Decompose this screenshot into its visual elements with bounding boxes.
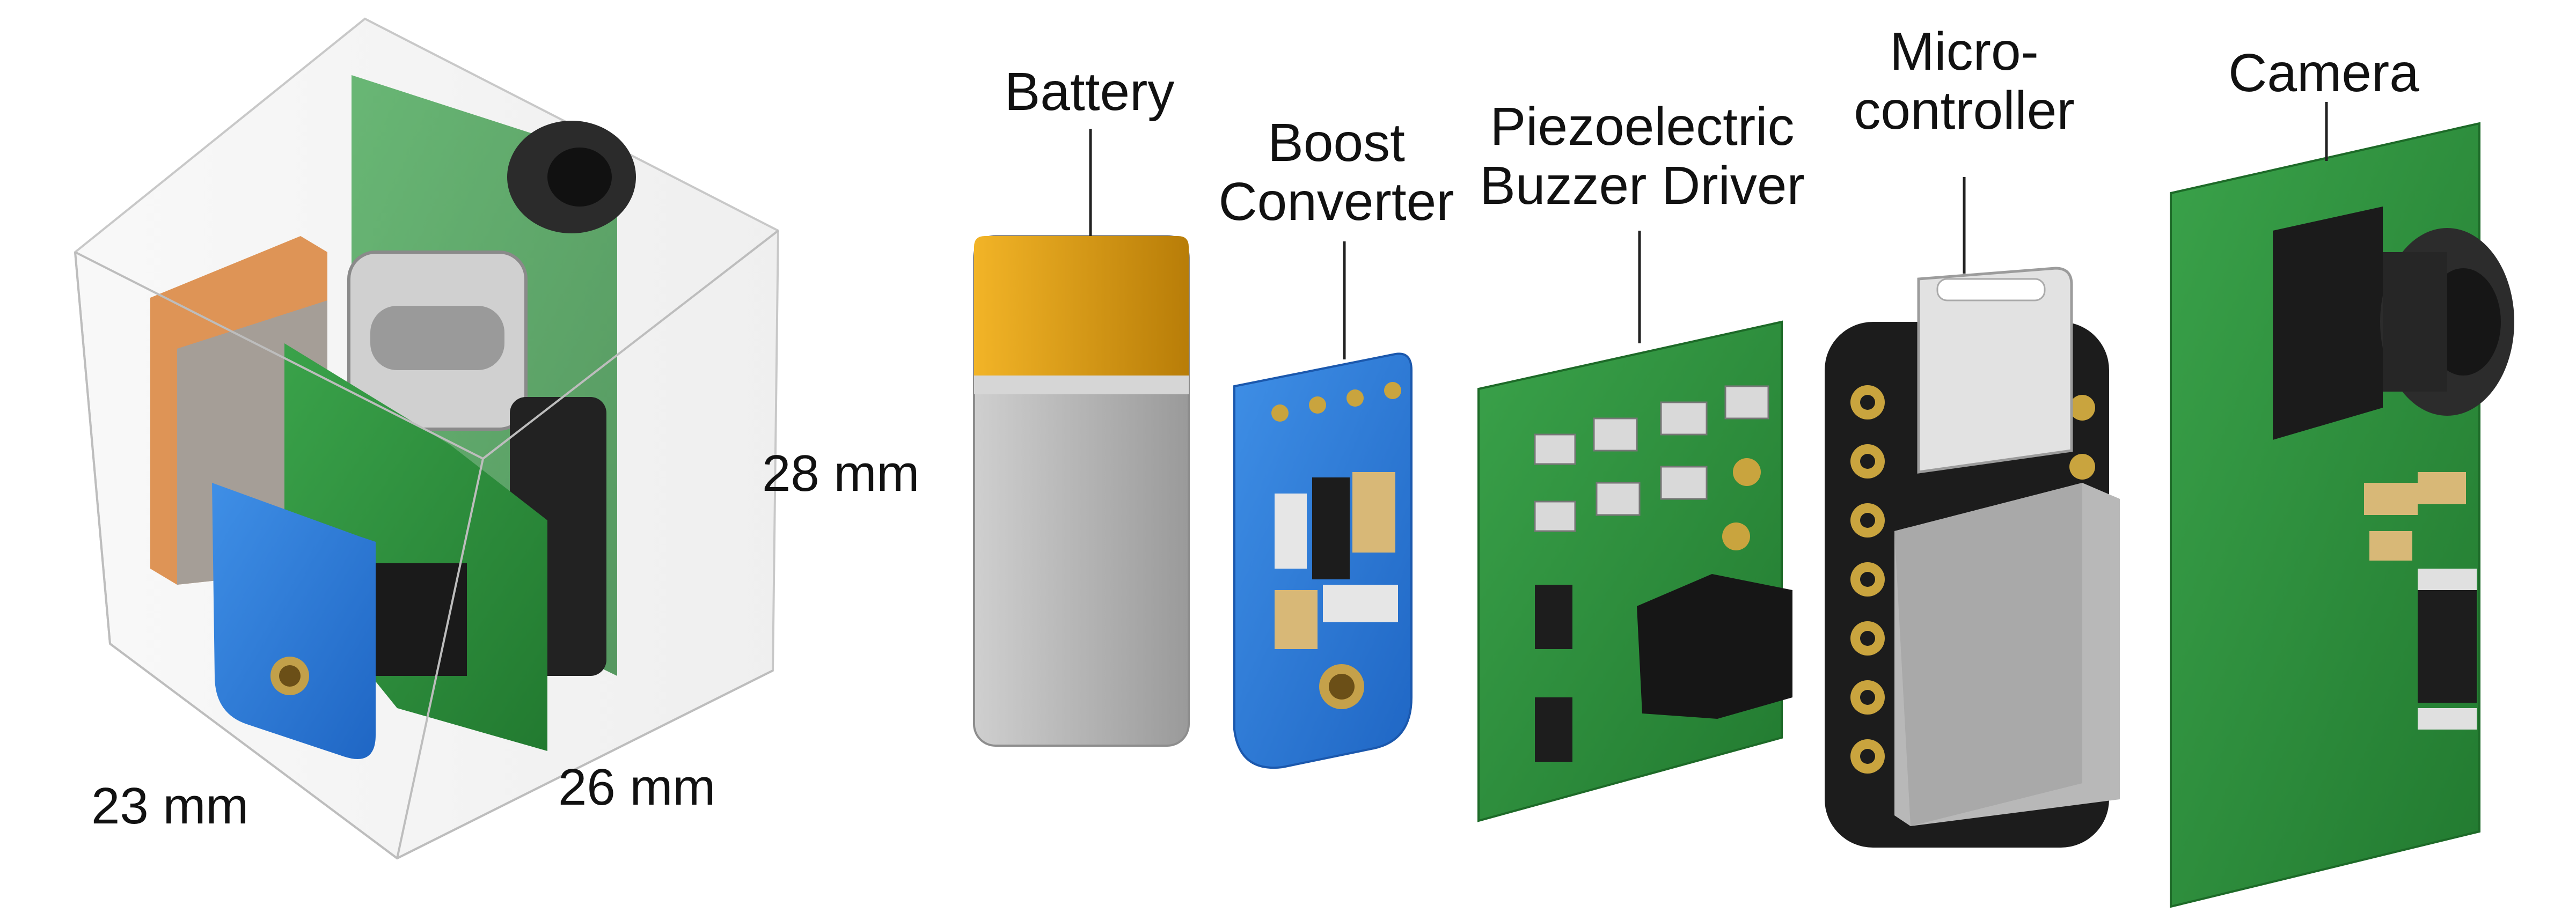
microcontroller-label-line2: controller — [1854, 80, 2074, 141]
microcontroller-label-line1: Micro- — [1890, 21, 2039, 82]
battery-label: Battery — [1005, 62, 1175, 122]
piezo-driver-component — [1477, 320, 1792, 822]
dimension-height: 28 mm — [762, 445, 919, 502]
boost-converter-label-line2: Converter — [1218, 172, 1454, 232]
boost-converter-component — [1233, 352, 1413, 769]
camera-label: Camera — [2228, 43, 2419, 103]
battery-component — [973, 235, 1190, 747]
boost-board-assembled — [212, 483, 376, 759]
boost-converter-label-line1: Boost — [1268, 113, 1405, 173]
camera-component — [2170, 122, 2514, 908]
piezo-driver-label-line2: Buzzer Driver — [1480, 156, 1805, 216]
dimension-depth: 26 mm — [558, 759, 715, 816]
piezo-driver-label-line1: Piezoelectric — [1490, 97, 1795, 157]
dimension-width: 23 mm — [91, 777, 248, 835]
microcontroller-component — [1825, 267, 2120, 848]
assembled-module — [74, 17, 780, 860]
